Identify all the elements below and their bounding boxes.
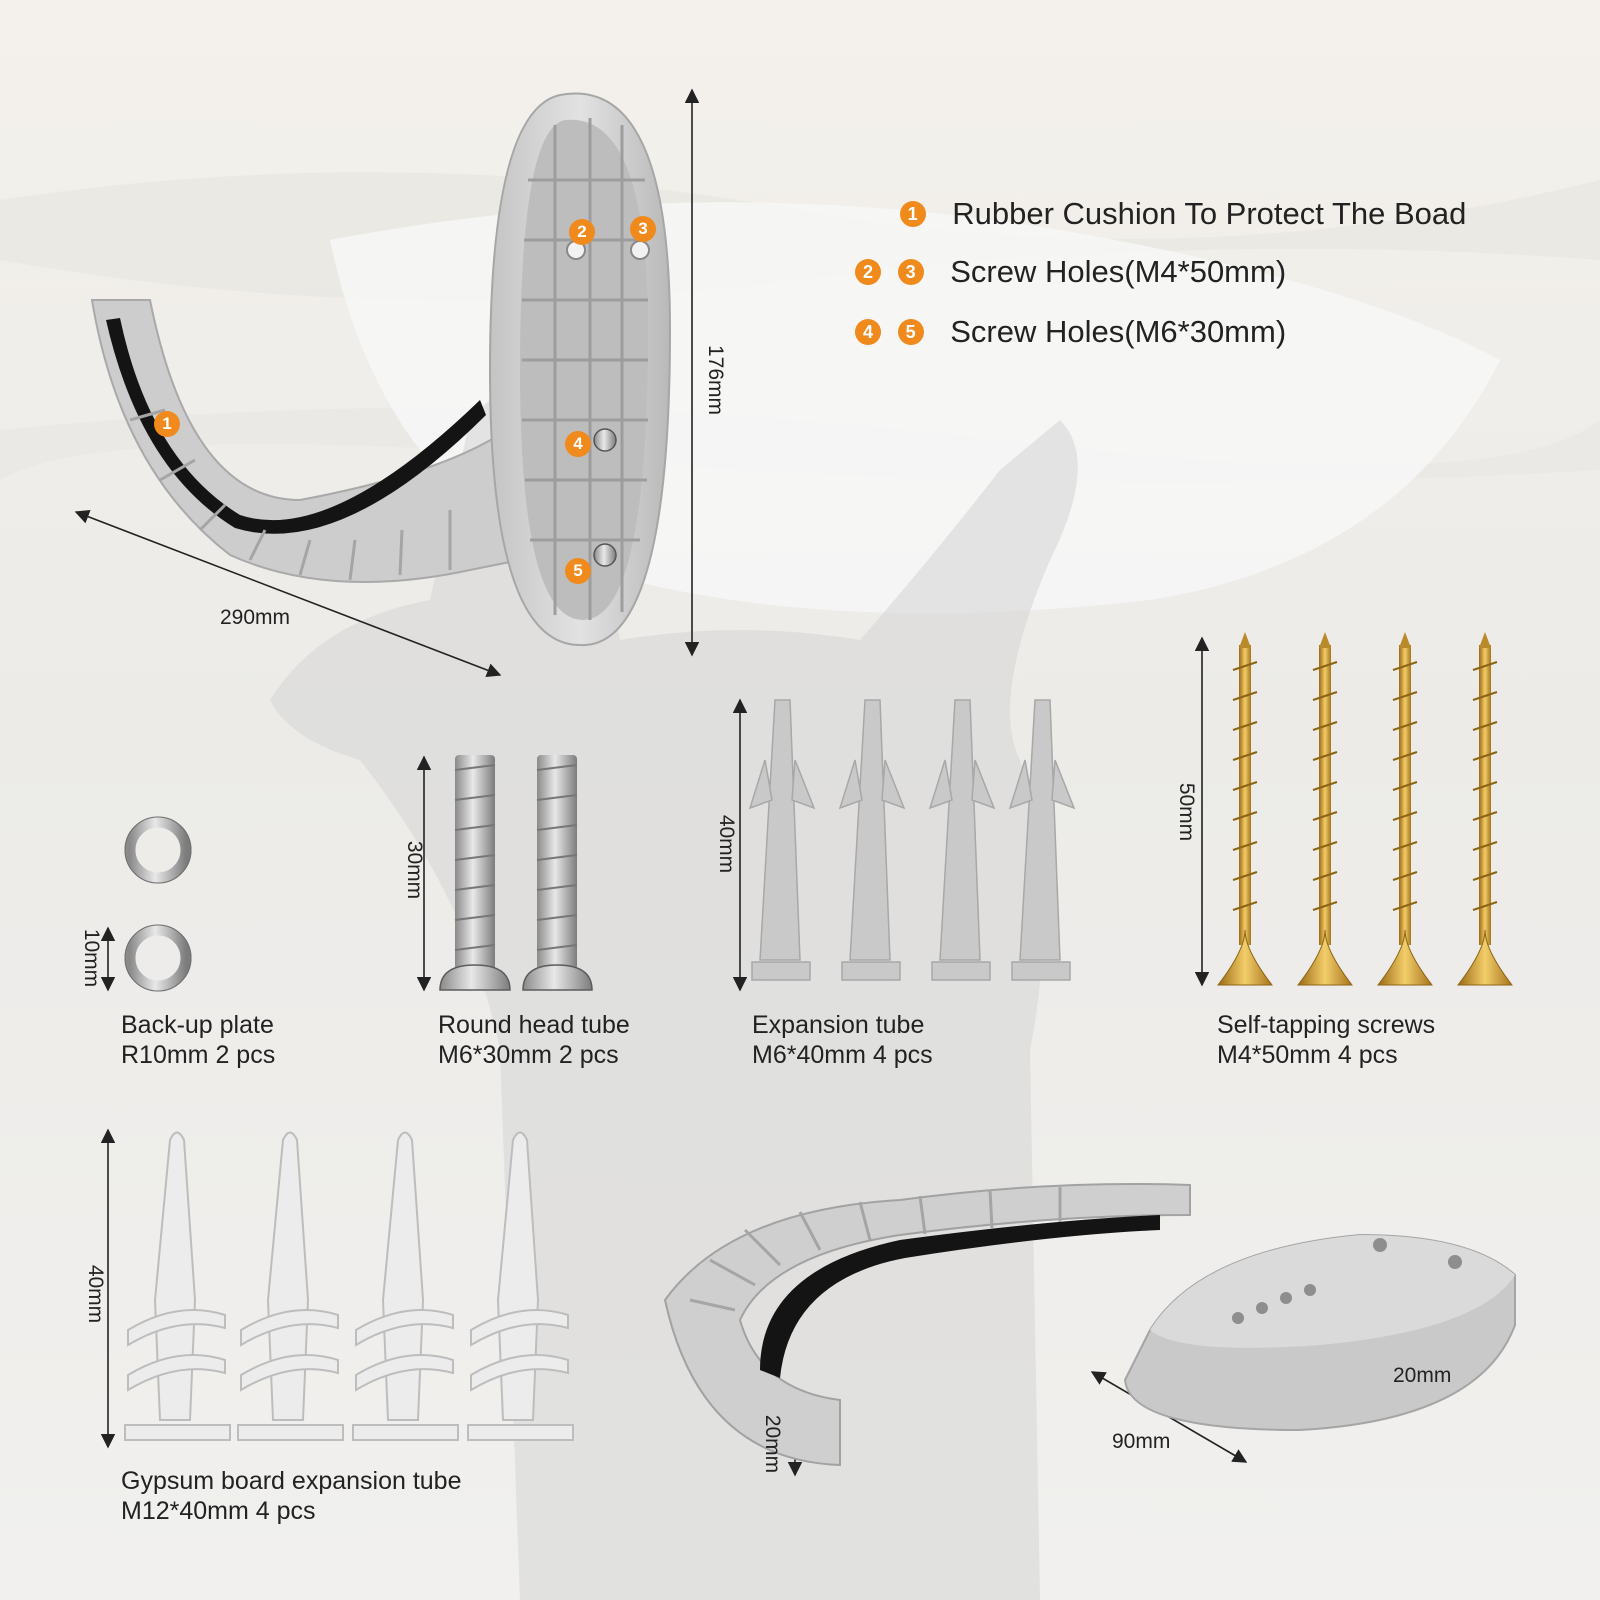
legend-badge-4: 4 [855, 318, 881, 345]
gypsum-name: Gypsum board expansion tube [121, 1467, 462, 1495]
gypsum-spec: M12*40mm 4 pcs [121, 1497, 316, 1525]
legend-badge-2: 2 [855, 258, 881, 285]
legend-badge-1: 1 [899, 200, 926, 227]
legend-text-1: Rubber Cushion To Protect The Boad [952, 195, 1467, 231]
anchor-drawing [748, 699, 1076, 981]
screw-spec: M4*50mm 4 pcs [1217, 1041, 1398, 1069]
pin-screw-hole-5: 5 [565, 558, 591, 584]
dim-hook-length: 290mm [220, 606, 291, 629]
bolt-name: Round head tube [438, 1011, 630, 1039]
washer-drawing [124, 816, 192, 992]
dim-base-height: 20mm [1393, 1364, 1452, 1387]
gypsum-label: Gypsum board expansion tube M12*40mm 4 p… [121, 1466, 462, 1526]
anchor-label: Expansion tube M6*40mm 4 pcs [752, 1010, 933, 1070]
dim-washer: 10mm [80, 928, 104, 988]
screw-drawing [1216, 632, 1514, 986]
hook-length-arrow [74, 509, 502, 678]
legend-row-1: 1 Rubber Cushion To Protect The Boad [855, 192, 1466, 232]
dim-anchor: 40mm [715, 814, 739, 874]
dim-gypsum: 40mm [84, 1264, 108, 1324]
arm-part-drawing [663, 1183, 1191, 1467]
legend-text-2: Screw Holes(M4*50mm) [950, 253, 1287, 289]
pin-screw-hole-2: 2 [569, 219, 595, 245]
washer-spec: R10mm 2 pcs [121, 1041, 276, 1069]
bolt-spec: M6*30mm 2 pcs [438, 1041, 619, 1069]
legend-badge-3: 3 [897, 258, 924, 285]
legend-text-3: Screw Holes(M6*30mm) [950, 313, 1287, 349]
washer-label: Back-up plate R10mm 2 pcs [121, 1010, 275, 1070]
pin-screw-hole-3: 3 [630, 216, 656, 242]
dim-bolt: 30mm [403, 840, 427, 900]
dim-hook-height: 176mm [704, 344, 728, 416]
dim-arm-thickness: 20mm [761, 1414, 785, 1474]
dim-screw: 50mm [1175, 782, 1199, 842]
bolt-label: Round head tube M6*30mm 2 pcs [438, 1010, 630, 1070]
anchor-name: Expansion tube [752, 1011, 925, 1039]
screw-label: Self-tapping screws M4*50mm 4 pcs [1217, 1010, 1435, 1070]
bolt-drawing [439, 755, 593, 991]
legend-row-2: 2 3 Screw Holes(M4*50mm) [855, 250, 1286, 290]
pin-rubber-cushion: 1 [154, 411, 180, 437]
legend-badge-5: 5 [897, 318, 924, 345]
base-plate-drawing [1123, 1233, 1516, 1432]
screw-name: Self-tapping screws [1217, 1011, 1436, 1039]
anchor-spec: M6*40mm 4 pcs [752, 1041, 933, 1069]
legend-row-3: 4 5 Screw Holes(M6*30mm) [855, 310, 1286, 350]
pin-screw-hole-4: 4 [565, 431, 591, 457]
dim-base-width: 90mm [1112, 1430, 1171, 1453]
washer-name: Back-up plate [121, 1011, 274, 1039]
gypsum-drawing [124, 1131, 574, 1441]
